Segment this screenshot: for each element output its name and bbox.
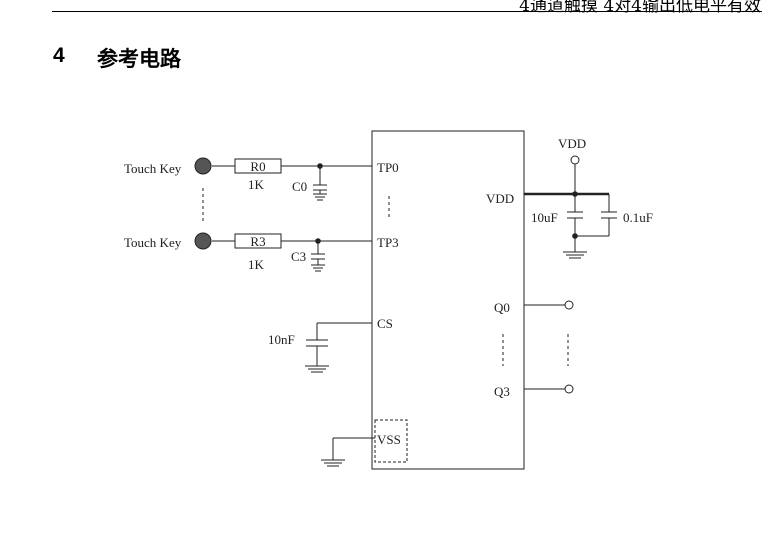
running-title: 4通道触摸 4对4输出低电平有效 — [519, 0, 761, 16]
vss-pin-box — [374, 419, 408, 463]
junction-dot — [572, 233, 578, 239]
junction-dot — [317, 163, 323, 169]
touch-key-pad-3 — [194, 232, 212, 250]
pin-cs-label: CS — [377, 316, 393, 331]
resistor-r3-label: R3 — [250, 234, 265, 249]
junction-dot — [315, 238, 321, 244]
cs-capacitor-value: 10nF — [268, 332, 295, 347]
resistor-r0-label: R0 — [250, 159, 265, 174]
capacitor-c3-label: C3 — [291, 249, 306, 264]
pin-tp3-label: TP3 — [377, 235, 399, 250]
pin-tp0-label: TP0 — [377, 160, 399, 175]
pin-q0-label: Q0 — [494, 300, 510, 315]
vdd-supply-label: VDD — [558, 136, 586, 151]
q3-terminal — [564, 384, 574, 394]
section-number: 4 — [53, 44, 65, 67]
vdd-terminal — [570, 155, 580, 165]
section-title: 参考电路 — [97, 47, 181, 71]
junction-dot — [572, 191, 578, 197]
capacitor-10uf-label: 10uF — [531, 210, 558, 225]
pin-vdd-label: VDD — [486, 191, 514, 206]
capacitor-01uf-label: 0.1uF — [623, 210, 653, 225]
pin-vss-label: VSS — [377, 432, 401, 447]
pin-q3-label: Q3 — [494, 384, 510, 399]
resistor-r0-value: 1K — [248, 177, 265, 192]
q0-terminal — [564, 300, 574, 310]
capacitor-c0-label: C0 — [292, 179, 307, 194]
ic-body — [371, 130, 525, 470]
resistor-r3-value: 1K — [248, 257, 265, 272]
touch-key-label: Touch Key — [124, 235, 182, 250]
touch-key-label: Touch Key — [124, 161, 182, 176]
touch-key-pad-0 — [194, 157, 212, 175]
header-rule — [52, 11, 762, 12]
